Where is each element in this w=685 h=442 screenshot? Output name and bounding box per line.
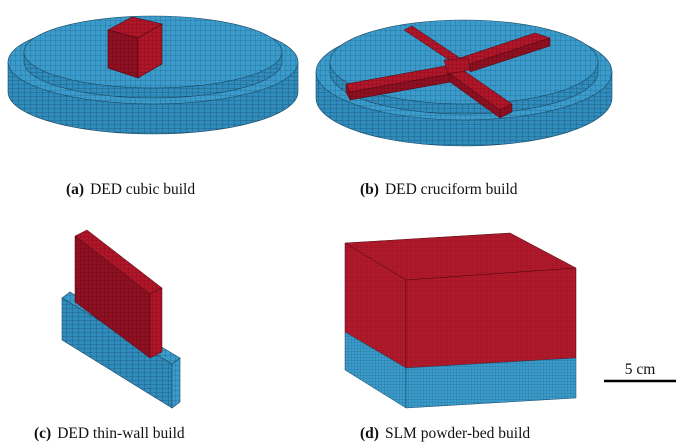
panel-a-model: [7, 15, 299, 135]
panel-d-model: [344, 232, 577, 409]
caption-b: (b)DED cruciform build: [360, 181, 518, 198]
caption-c: (c)DED thin-wall build: [34, 425, 185, 442]
panel-b-model: [315, 19, 613, 147]
panel-c-model: [61, 229, 181, 409]
scale-bar: 5 cm: [604, 361, 676, 383]
caption-d: (d)SLM powder-bed build: [360, 425, 530, 442]
caption-a: (a)DED cubic build: [66, 181, 195, 198]
scale-bar-label: 5 cm: [625, 361, 656, 378]
